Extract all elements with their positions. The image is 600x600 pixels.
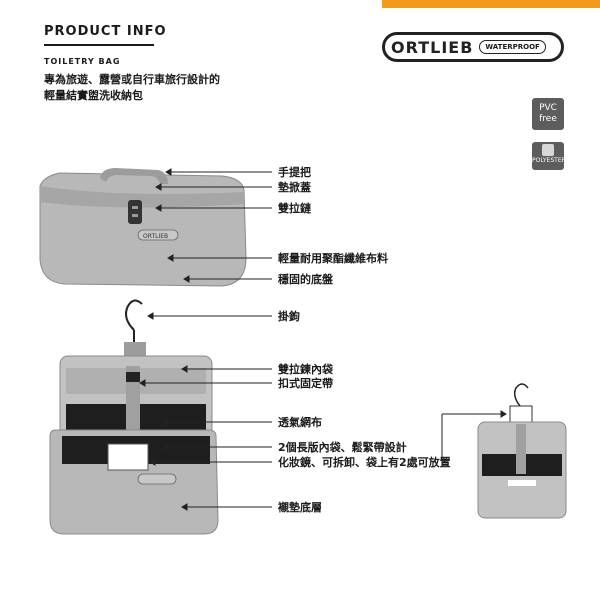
- pvc-badge-line2: free: [539, 114, 557, 124]
- bag-logo-text: ORTLIEB: [143, 233, 168, 240]
- title-underline: [44, 44, 154, 46]
- hanging-open-bag-illustration: [49, 299, 219, 535]
- label-double-zipper: 雙拉鏈: [278, 202, 311, 215]
- label-mirror: 化妝鏡、可拆卸、袋上有2處可放置: [278, 456, 451, 469]
- product-category: TOILETRY BAG: [44, 57, 121, 66]
- label-polyester-fabric: 輕量耐用聚酯纖維布料: [278, 252, 388, 265]
- label-hook: 掛鉤: [278, 310, 300, 323]
- label-zip-inner-pocket: 雙拉鍊內袋: [278, 363, 333, 376]
- section-title: PRODUCT INFO: [44, 24, 167, 39]
- pvc-free-badge: PVC free: [532, 98, 564, 130]
- closed-bag-illustration: ORTLIEB: [39, 168, 247, 287]
- brand-logo: ORTLIEB WATERPROOF: [382, 32, 564, 62]
- label-buckle-strap: 扣式固定帶: [278, 377, 333, 390]
- description-line-1: 專為旅遊、露營或自行車旅行設計的: [44, 73, 220, 86]
- pvc-badge-line1: PVC: [539, 103, 557, 113]
- product-description: 專為旅遊、露營或自行車旅行設計的 輕量結實盥洗收納包: [44, 72, 284, 104]
- label-mesh: 透氣網布: [278, 416, 322, 429]
- leader-lines: [139, 168, 507, 511]
- inset-bag-illustration: [477, 383, 567, 519]
- polyester-label: POLYESTER: [532, 157, 566, 164]
- accent-bar: [382, 0, 600, 8]
- thread-spool-icon: [542, 144, 554, 156]
- label-long-pockets: 2個長版內袋、鬆緊帶設計: [278, 441, 407, 454]
- brand-name: ORTLIEB: [391, 37, 474, 57]
- polyester-badge: POLYESTER: [532, 142, 566, 170]
- label-padded-bottom: 襯墊底層: [278, 501, 322, 514]
- waterproof-tag: WATERPROOF: [479, 40, 546, 54]
- label-handle: 手提把: [278, 166, 311, 179]
- label-padded-lid: 墊掀蓋: [278, 181, 311, 194]
- label-stable-base: 穩固的底盤: [278, 273, 333, 286]
- description-line-2: 輕量結實盥洗收納包: [44, 89, 143, 102]
